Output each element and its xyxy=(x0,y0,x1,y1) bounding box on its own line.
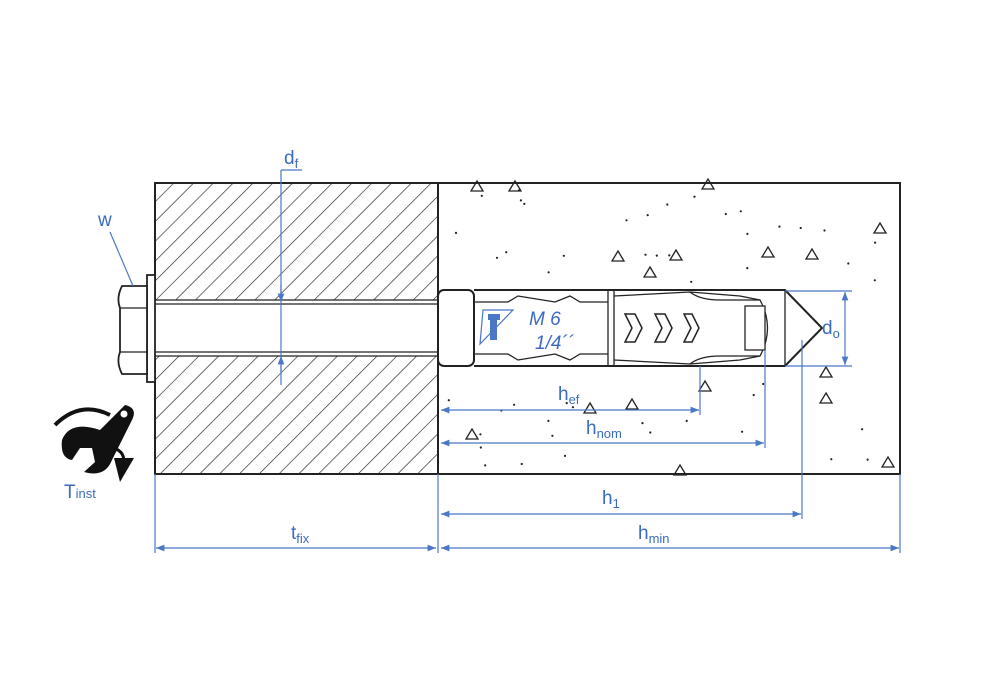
aggregate-dot xyxy=(873,279,876,282)
fixture xyxy=(154,182,439,475)
aggregate-dot xyxy=(495,256,499,259)
anchor-size-marking: M 6 xyxy=(529,309,561,330)
aggregate-dot xyxy=(666,203,669,206)
aggregate-dot xyxy=(480,194,483,197)
aggregate-dot xyxy=(479,433,482,436)
dimension-hef: hef xyxy=(441,366,701,415)
aggregate-stone xyxy=(464,427,480,440)
aggregate-stone xyxy=(610,249,626,262)
aggregate-stone xyxy=(642,265,658,278)
aggregate-dot xyxy=(762,382,765,386)
aggregate-stone xyxy=(872,221,888,234)
svg-text:df: df xyxy=(284,148,299,171)
aggregate-stone xyxy=(760,245,776,258)
hex-nut xyxy=(117,285,148,375)
aggregate-dot xyxy=(823,229,826,232)
svg-text:hef: hef xyxy=(558,384,580,407)
aggregate-dot xyxy=(752,393,755,397)
svg-text:hnom: hnom xyxy=(586,418,622,441)
aggregate-dot xyxy=(724,212,727,216)
dimension-w: w xyxy=(97,210,134,287)
aggregate-dot xyxy=(649,431,652,434)
aggregate-dot xyxy=(523,202,526,205)
aggregate-stone xyxy=(818,391,834,404)
dimension-do: do xyxy=(785,290,852,367)
concrete-base xyxy=(437,177,901,476)
aggregate-dot xyxy=(830,458,833,461)
aggregate-dot xyxy=(685,419,688,422)
dimension-hmin: hmin xyxy=(437,474,901,553)
aggregate-stone xyxy=(804,247,820,260)
svg-text:h1: h1 xyxy=(602,488,620,511)
aggregate-stone xyxy=(668,248,684,261)
aggregate-dot xyxy=(746,232,749,235)
dimension-h1: h1 xyxy=(441,340,803,519)
aggregate-dot xyxy=(479,446,482,449)
aggregate-dot xyxy=(866,458,869,461)
aggregate-dot xyxy=(746,267,749,270)
aggregate-dot xyxy=(484,464,487,467)
aggregate-dot xyxy=(646,214,649,217)
aggregate-dot xyxy=(547,419,550,422)
aggregate-dot xyxy=(625,219,628,222)
aggregate-dot xyxy=(799,226,802,230)
aggregate-stone xyxy=(507,179,523,192)
anchor-imperial-marking: 1/4´´ xyxy=(535,333,575,354)
aggregate-dot xyxy=(693,195,696,198)
aggregate-stone xyxy=(700,177,716,190)
anchor: M 6 1/4´´ xyxy=(437,289,824,367)
aggregate-dot xyxy=(519,199,523,202)
aggregate-stone xyxy=(672,463,688,476)
chevron-icons xyxy=(623,313,700,343)
aggregate-dot xyxy=(518,189,521,192)
dimension-tfix: tfix xyxy=(154,474,436,553)
bolt-icon xyxy=(479,309,515,346)
aggregate-dot xyxy=(565,402,568,405)
aggregate-dot xyxy=(562,254,565,257)
aggregate-dot xyxy=(641,422,644,425)
aggregate-stone xyxy=(469,179,485,192)
dimension-df: df xyxy=(277,148,302,385)
aggregate-stone xyxy=(880,455,896,468)
aggregate-dot xyxy=(847,262,850,265)
aggregate-dot xyxy=(551,434,554,437)
tinst-label: Tinst xyxy=(64,482,96,503)
aggregate-dot xyxy=(505,251,508,254)
aggregate-dot xyxy=(741,430,744,433)
aggregate-dot xyxy=(563,454,567,457)
aggregate-dot xyxy=(778,225,781,228)
aggregate-dot xyxy=(739,210,742,213)
svg-text:w: w xyxy=(97,210,112,231)
aggregate-dot xyxy=(447,399,450,402)
aggregate-stone xyxy=(697,379,713,392)
washer xyxy=(146,274,156,383)
aggregate-dot xyxy=(655,254,658,257)
wrench-icon xyxy=(53,405,134,482)
svg-text:hmin: hmin xyxy=(638,523,670,546)
aggregate-dot xyxy=(874,241,877,244)
aggregate-dot xyxy=(668,254,671,257)
aggregate-dot xyxy=(513,403,516,406)
aggregate-dot xyxy=(861,428,864,431)
dimension-hnom: hnom xyxy=(441,350,766,448)
aggregate-dot xyxy=(547,271,550,274)
aggregate-dot xyxy=(644,253,647,256)
svg-text:do: do xyxy=(822,318,840,341)
aggregate-dot xyxy=(690,280,693,283)
aggregate-stone xyxy=(818,365,834,378)
svg-text:tfix: tfix xyxy=(291,523,310,546)
aggregate-dot xyxy=(454,231,458,234)
aggregate-dot xyxy=(520,462,523,466)
